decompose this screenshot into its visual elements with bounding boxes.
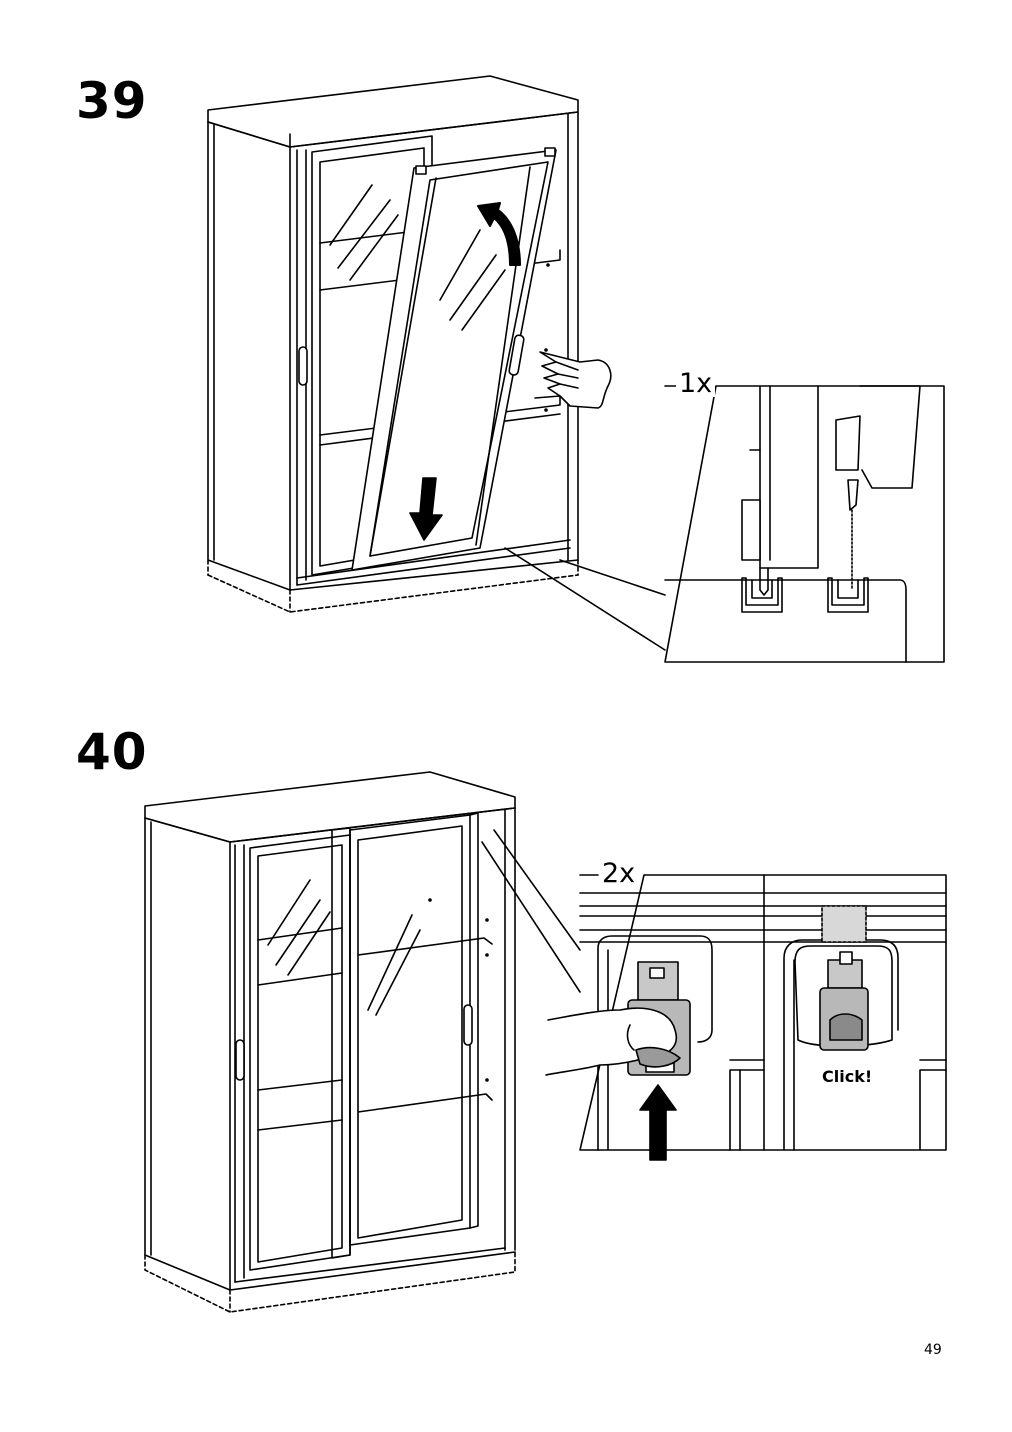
latch-detail-40 [545,874,947,1161]
step-40-cabinet [144,771,516,1313]
quantity-label-39: 1x [676,370,716,397]
door-tilt-arrow-icon [477,202,521,266]
latch-clip-icon-clicked [819,951,869,1051]
tilted-door [351,147,557,571]
pointing-hand-icon [539,351,612,409]
up-arrow-icon [639,1084,677,1161]
click-caption: Click! [822,1067,873,1086]
track-detail-39 [664,385,945,663]
door-down-arrow-icon [409,477,443,541]
step-39-cabinet [207,75,579,613]
page-number: 49 [924,1342,942,1358]
quantity-label-40: 2x [599,860,639,887]
step-number-39: 39 [76,72,148,130]
thumb-press-hand-icon [545,1007,681,1076]
step-number-40: 40 [76,723,148,781]
